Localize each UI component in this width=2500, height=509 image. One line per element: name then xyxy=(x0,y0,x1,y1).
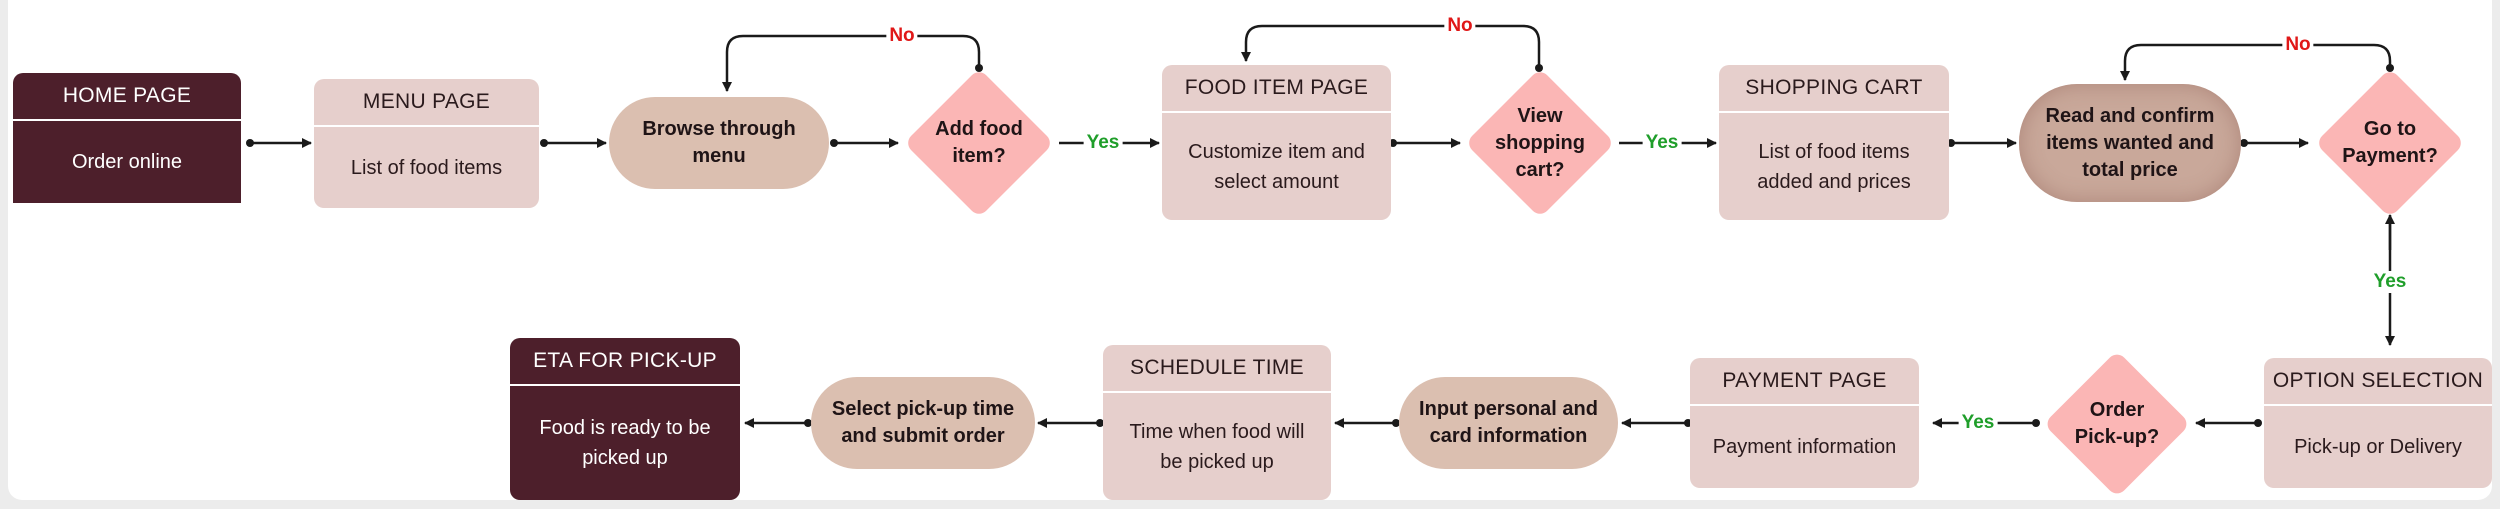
edge-viewcart-no-loop xyxy=(1241,24,1541,68)
node-schedule-time: SCHEDULE TIME Time when food will be pic… xyxy=(1103,345,1331,500)
node-food-item-page-title: FOOD ITEM PAGE xyxy=(1162,65,1391,113)
node-shopping-cart-title: SHOPPING CART xyxy=(1719,65,1949,113)
node-payment-page: PAYMENT PAGE Payment information xyxy=(1690,358,1919,488)
node-go-to-payment-decision: Go to Payment? xyxy=(2310,68,2470,218)
node-eta-pickup-title: ETA FOR PICK-UP xyxy=(510,338,740,386)
edge-label-yes-payment: Yes xyxy=(2370,271,2410,293)
node-home-page-text: Order online xyxy=(71,151,183,173)
edge-label-no-viewcart: No xyxy=(1444,15,1476,37)
node-payment-page-text: Payment information xyxy=(1712,436,1897,458)
node-shopping-cart: SHOPPING CART List of food items added a… xyxy=(1719,65,1949,220)
node-view-cart-decision: View shopping cart? xyxy=(1461,68,1619,218)
edge-label-yes-addfood: Yes xyxy=(1083,132,1123,154)
node-food-item-page: FOOD ITEM PAGE Customize item and select… xyxy=(1162,65,1391,220)
node-pickup-text: Order Pick-up? xyxy=(2074,399,2160,448)
node-menu-page-title: MENU PAGE xyxy=(314,79,539,127)
node-go-to-payment-text: Go to Payment? xyxy=(2342,118,2438,167)
edge-payq-no-loop xyxy=(2120,43,2392,81)
node-menu-page-text: List of food items xyxy=(350,156,503,179)
edge-label-yes-pickup: Yes xyxy=(1958,412,1998,434)
node-food-item-page-text: Customize item and select amount xyxy=(1188,140,1365,193)
node-option-selection: OPTION SELECTION Pick-up or Delivery xyxy=(2264,358,2492,488)
edge-label-yes-viewcart: Yes xyxy=(1642,132,1682,154)
node-payment-page-title: PAYMENT PAGE xyxy=(1690,358,1919,406)
node-eta-pickup: ETA FOR PICK-UP Food is ready to be pick… xyxy=(510,338,740,500)
edge-label-no-payment: No xyxy=(2282,34,2314,56)
node-schedule-time-title: SCHEDULE TIME xyxy=(1103,345,1331,393)
node-schedule-time-text: Time when food will be picked up xyxy=(1129,420,1305,473)
edge-label-no-addfood: No xyxy=(886,25,918,47)
node-add-food-decision: Add food item? xyxy=(898,68,1060,218)
node-browse-menu: Browse through menu xyxy=(609,97,829,189)
node-menu-page: MENU PAGE List of food items xyxy=(314,79,539,208)
connector-layer xyxy=(246,24,2395,428)
node-shopping-cart-text: List of food items added and prices xyxy=(1757,140,1911,193)
node-select-pickup-time: Select pick-up time and submit order xyxy=(811,377,1035,469)
node-eta-pickup-text: Food is ready to be picked up xyxy=(539,417,711,469)
flowchart-canvas: Yes No Yes No No Yes Yes HOME PAGE Order… xyxy=(8,0,2492,500)
node-add-food-text: Add food item? xyxy=(935,118,1023,167)
node-home-page: HOME PAGE Order online xyxy=(13,73,241,203)
node-option-selection-text: Pick-up or Delivery xyxy=(2294,436,2462,458)
node-view-cart-text: View shopping cart? xyxy=(1495,104,1585,181)
node-confirm-items: Read and confirm items wanted and total … xyxy=(2019,84,2241,202)
node-pickup-decision: Order Pick-up? xyxy=(2038,350,2196,498)
node-input-info: Input personal and card information xyxy=(1399,377,1618,469)
edge-addfood-no-loop xyxy=(722,34,981,92)
node-option-selection-title: OPTION SELECTION xyxy=(2264,358,2492,406)
node-home-page-title: HOME PAGE xyxy=(13,73,241,121)
